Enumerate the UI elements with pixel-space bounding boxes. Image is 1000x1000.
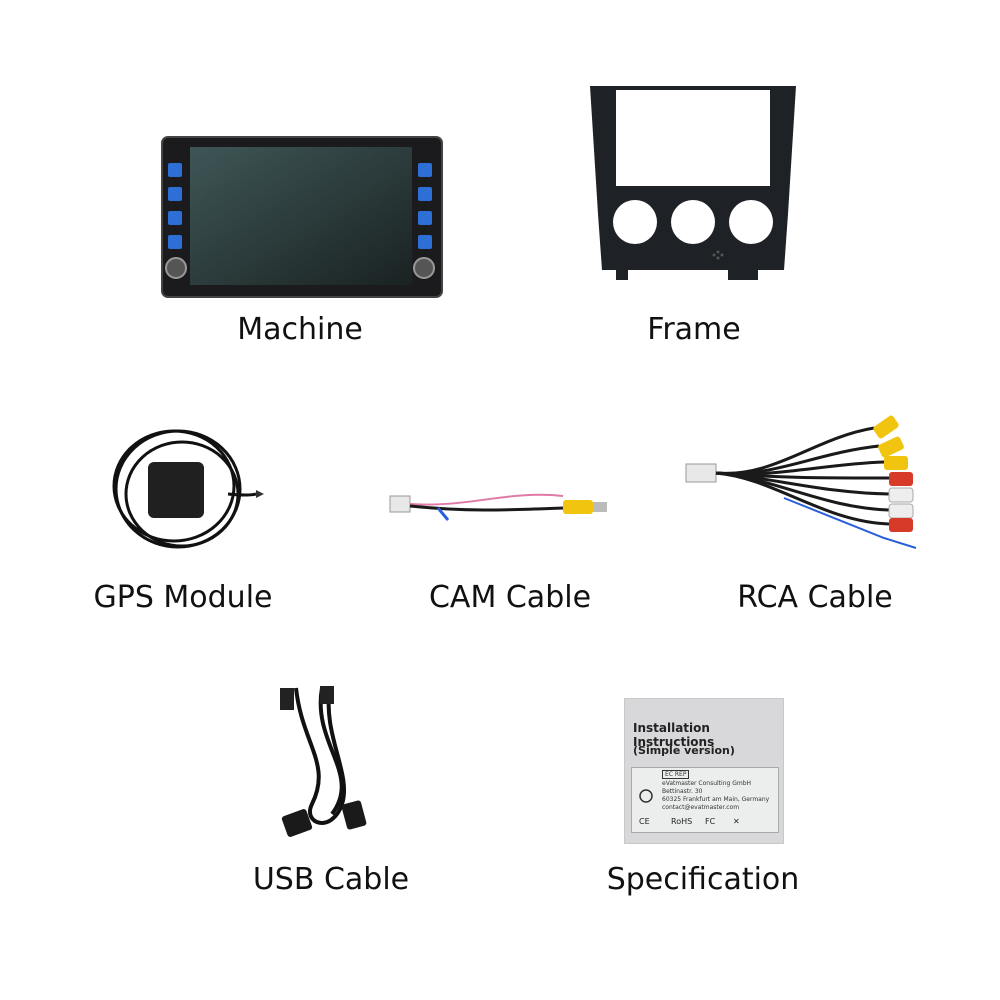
frame-image bbox=[590, 86, 796, 280]
frame-label: Frame bbox=[647, 312, 741, 347]
spec-subtitle: (Simple version) bbox=[633, 744, 735, 757]
fc-mark: FC bbox=[705, 817, 716, 826]
machine-image bbox=[161, 136, 443, 298]
cam-cable-label: CAM Cable bbox=[428, 580, 592, 615]
usb-cable-label: USB Cable bbox=[252, 862, 410, 897]
recycle-icon bbox=[639, 789, 653, 803]
gps-module-image bbox=[112, 429, 264, 549]
spec-city: 60325 Frankfurt am Main, Germany bbox=[662, 796, 770, 803]
machine-label: Machine bbox=[237, 312, 363, 347]
spec-info-box: EC REP eVatmaster Consulting GmbH Bettin… bbox=[631, 767, 779, 833]
spec-email: contact@evatmaster.com bbox=[662, 804, 740, 811]
ce-mark: CE bbox=[639, 817, 650, 826]
cam-cable-image bbox=[389, 493, 607, 521]
spec-street: Bettinastr. 30 bbox=[662, 788, 703, 795]
rohs-mark: RoHS bbox=[671, 817, 693, 826]
specification-sheet: Installation Instructions (Simple versio… bbox=[624, 698, 784, 844]
rca-cable-label: RCA Cable bbox=[737, 580, 893, 615]
weee-bin-icon: ✕ bbox=[733, 817, 740, 826]
rca-cable-image bbox=[685, 415, 917, 549]
spec-title: Installation Instructions bbox=[633, 721, 715, 749]
gps-module-label: GPS Module bbox=[93, 580, 273, 615]
spec-company: eVatmaster Consulting GmbH bbox=[662, 780, 752, 787]
specification-label: Specification bbox=[606, 862, 800, 897]
ec-rep-badge: EC REP bbox=[662, 770, 690, 779]
usb-cable-image bbox=[280, 686, 367, 837]
